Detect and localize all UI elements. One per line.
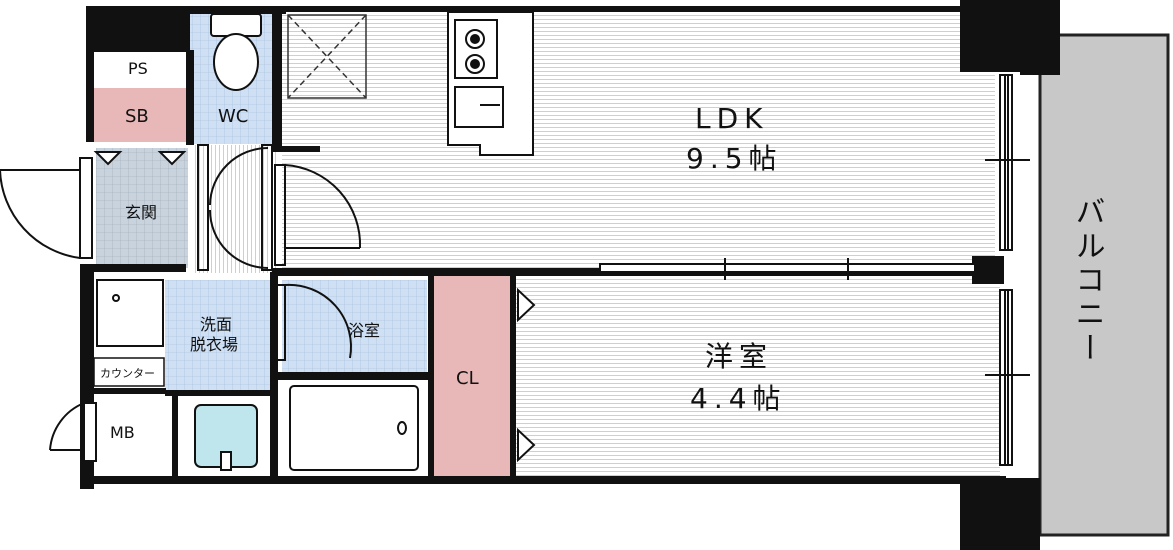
bath-floor xyxy=(282,280,427,376)
western-floor xyxy=(515,276,1000,476)
sb-label: SB xyxy=(125,106,149,127)
sb-floor xyxy=(94,88,186,142)
washer-pan xyxy=(96,279,164,347)
entrance-label: 玄関 xyxy=(125,203,157,222)
wc-label: WC xyxy=(218,106,248,127)
kitchen-counter xyxy=(447,11,534,156)
counter-label: カウンター xyxy=(100,367,155,380)
balcony-area xyxy=(1038,33,1170,537)
closet-floor xyxy=(433,276,510,476)
sliding-partition xyxy=(599,258,976,280)
washroom-label-2: 脱衣場 xyxy=(190,335,238,354)
western-label: 洋室 xyxy=(705,340,773,373)
ldk-floor xyxy=(282,10,995,270)
mb-door xyxy=(49,402,97,462)
closet-label: CL xyxy=(456,368,479,389)
ldk-label: LDK xyxy=(695,102,769,135)
western-size: 4.4帖 xyxy=(690,382,787,415)
closet-doors xyxy=(517,287,536,463)
hall-floor xyxy=(193,145,277,273)
entrance-door xyxy=(0,157,93,259)
mb-label: MB xyxy=(110,423,135,442)
windows xyxy=(985,74,1030,466)
bathtub xyxy=(289,385,419,471)
ps-label: PS xyxy=(128,59,148,78)
bath-label: 浴室 xyxy=(348,321,380,340)
hall-doors xyxy=(197,144,362,361)
washroom-label-1: 洗面 xyxy=(200,315,232,334)
shoe-box xyxy=(93,151,187,166)
fridge-space xyxy=(287,14,367,99)
ps-floor xyxy=(94,56,186,82)
balcony-label: バルコニー xyxy=(1070,196,1105,366)
toilet xyxy=(210,13,262,91)
walls xyxy=(80,0,1060,550)
washbasin xyxy=(194,404,258,471)
washroom-floor xyxy=(165,280,275,390)
counter-box xyxy=(93,357,165,387)
ldk-size: 9.5帖 xyxy=(686,142,783,175)
entrance-floor xyxy=(96,148,188,268)
